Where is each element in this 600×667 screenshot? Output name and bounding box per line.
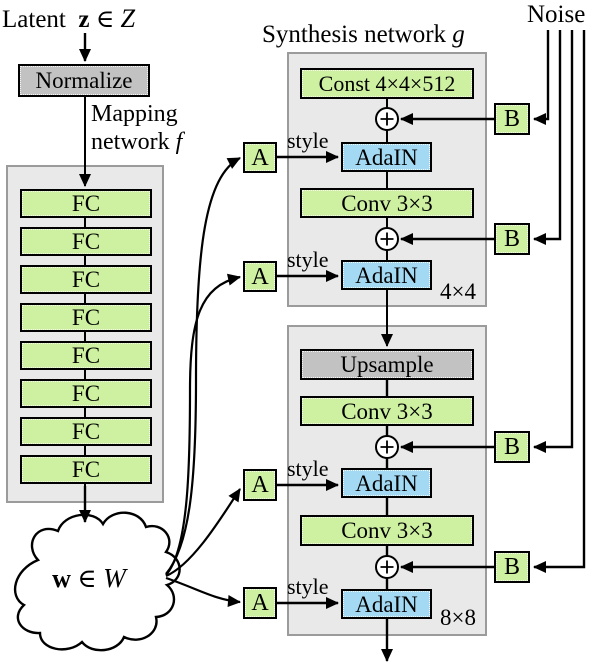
affine-a-box-3: A [243, 469, 277, 501]
normalize-box: Normalize [18, 64, 150, 97]
adain-box-4: AdaIN [341, 589, 432, 619]
fc-box-1: FC [20, 189, 152, 218]
fc-box-4: FC [20, 303, 152, 332]
noise-b-box-4: B [494, 551, 530, 583]
w-to-a3-arrow [165, 488, 241, 578]
noise-b-box-1: B [494, 103, 530, 135]
add-noise-operator-1 [375, 107, 399, 131]
noise-b-box-3: B [494, 431, 530, 463]
add-noise-operator-2 [375, 227, 399, 251]
affine-a-box-4: A [243, 587, 277, 619]
w-to-a2-arrow [165, 273, 241, 576]
fc-box-3: FC [20, 265, 152, 294]
style-label-2: style [287, 247, 329, 272]
add-noise-operator-3 [375, 435, 399, 459]
noise-line-4 [533, 30, 586, 573]
conv-box-1: Conv 3×3 [300, 188, 474, 218]
fc-box-6: FC [20, 379, 152, 408]
const-input-box: Const 4×4×512 [300, 68, 474, 99]
fc-box-2: FC [20, 227, 152, 256]
noise-b-box-2: B [494, 223, 530, 255]
w-to-a1-arrow [165, 157, 241, 575]
style-label-1: style [287, 128, 329, 153]
affine-a-box-1: A [243, 142, 277, 173]
adain-box-1: AdaIN [341, 142, 432, 172]
mapping-network-label: Mapping network f [91, 101, 183, 155]
w-cloud-shape [13, 511, 181, 652]
latent-z-label: Latent z ∈ Z [2, 4, 136, 33]
affine-a-box-2: A [243, 261, 277, 292]
w-latent-label: w ∈ W [52, 563, 126, 593]
style-label-4: style [287, 574, 329, 599]
fc-box-5: FC [20, 341, 152, 370]
noise-line-2 [533, 30, 562, 245]
w-to-a4-arrow [165, 576, 241, 608]
synthesis-network-title: Synthesis network g [262, 21, 465, 48]
resolution-label-8x8: 8×8 [440, 605, 476, 630]
conv-box-2: Conv 3×3 [300, 396, 474, 426]
style-label-3: style [287, 456, 329, 481]
adain-box-2: AdaIN [341, 260, 432, 290]
fc-box-7: FC [20, 417, 152, 446]
noise-line-3 [533, 30, 574, 453]
noise-line-1 [533, 30, 550, 125]
upsample-box: Upsample [300, 349, 474, 380]
resolution-label-4x4: 4×4 [440, 279, 476, 304]
add-noise-operator-4 [375, 555, 399, 579]
conv-box-3: Conv 3×3 [300, 515, 474, 546]
noise-label: Noise [527, 1, 586, 28]
fc-box-8: FC [20, 455, 152, 484]
adain-box-3: AdaIN [341, 468, 432, 498]
